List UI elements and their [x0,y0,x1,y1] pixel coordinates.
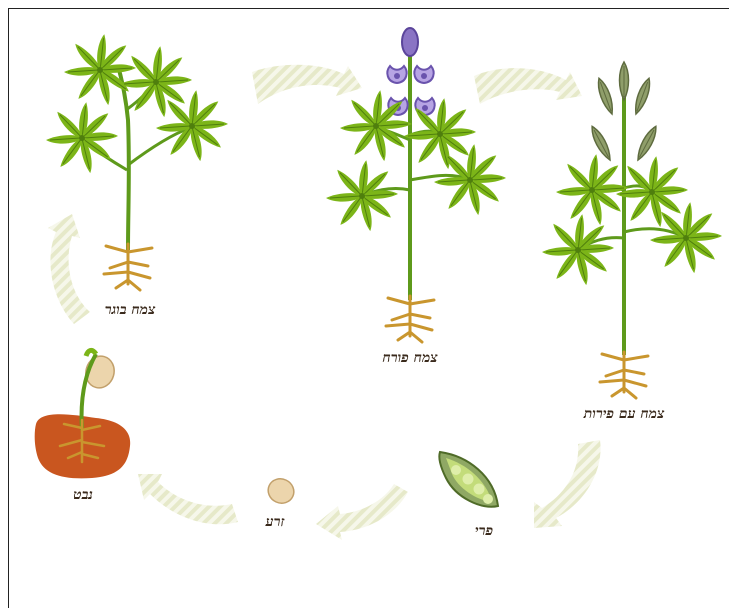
fruit-pod-illustration [439,452,498,507]
label-fruiting-plant: צמח עם פירות [584,406,665,423]
germination-illustration [35,350,130,478]
arrow-germination-to-mature [48,214,90,324]
label-fruit: פרי [475,523,493,540]
label-germination: נבט [73,487,93,504]
arrow-fruiting-to-fruit [534,440,601,528]
mature-plant-illustration [46,34,228,290]
lifecycle-diagram [0,0,729,586]
label-mature-plant: צמח בוגר [105,302,156,319]
arrow-mature-to-flowering [252,65,362,104]
arrow-seed-to-germination [138,474,238,524]
seed-illustration [264,475,298,508]
arrow-fruit-to-seed [316,484,408,540]
fruiting-plant-illustration [542,62,722,398]
label-seed: זרע [266,514,285,531]
arrow-flowering-to-fruiting [474,68,582,104]
label-flowering-plant: צמח פורח [382,350,437,367]
